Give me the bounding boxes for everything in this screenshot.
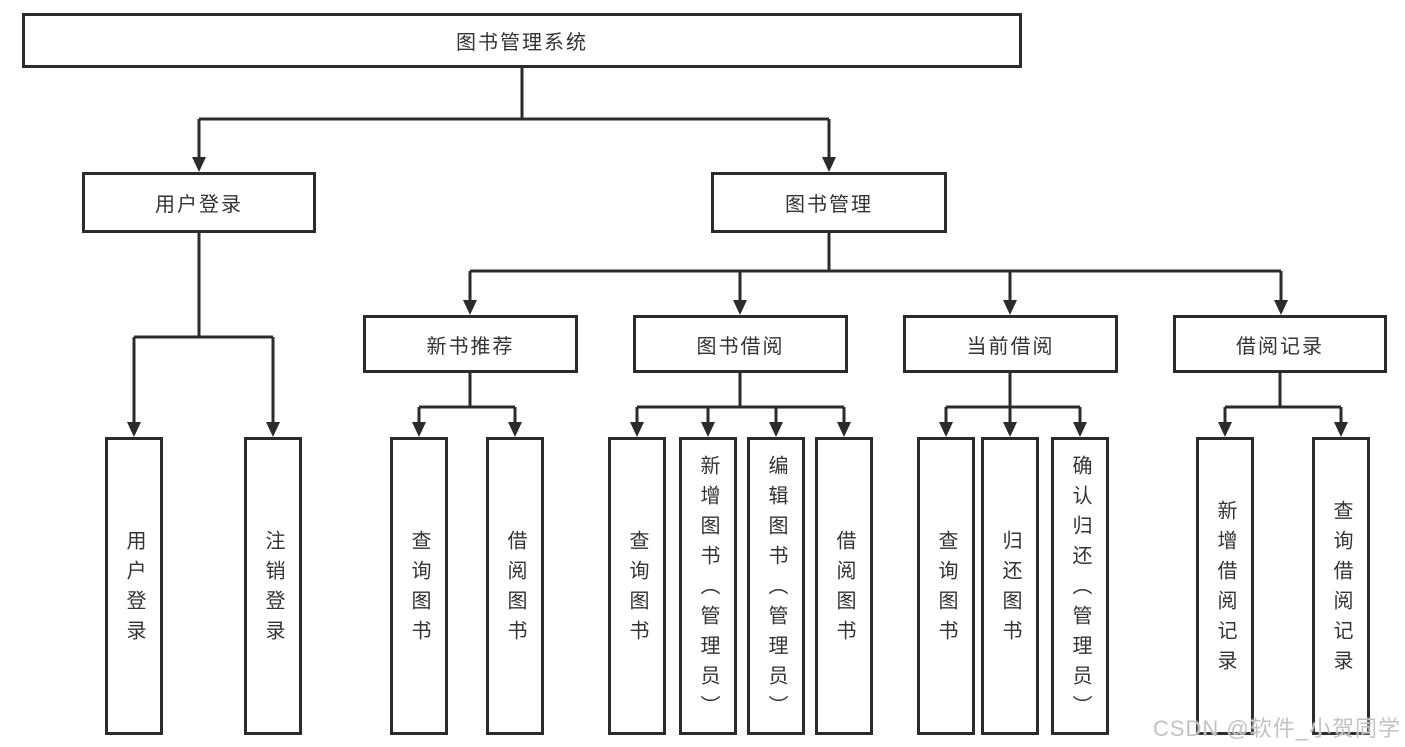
node-library-system-root: 图书管理系统 — [22, 13, 1022, 68]
leaf-edit-book-admin: 编辑图书（管理员） — [747, 437, 805, 735]
leaf-confirm-return-admin: 确认归还（管理员） — [1051, 437, 1109, 735]
leaf-return-book: 归还图书 — [981, 437, 1039, 735]
leaf-query-book-current: 查询图书 — [917, 437, 975, 735]
leaf-query-borrow-record: 查询借阅记录 — [1312, 437, 1370, 735]
node-current-borrow: 当前借阅 — [903, 315, 1118, 373]
node-borrow-record: 借阅记录 — [1173, 315, 1387, 373]
node-user-login-branch: 用户登录 — [82, 172, 316, 233]
leaf-user-login: 用户登录 — [105, 437, 163, 735]
leaf-query-book-borrow: 查询图书 — [608, 437, 666, 735]
leaf-borrow-book: 借阅图书 — [815, 437, 873, 735]
leaf-borrow-book-recommend: 借阅图书 — [486, 437, 544, 735]
node-new-book-recommend: 新书推荐 — [363, 315, 578, 373]
csdn-watermark: CSDN @软件_小贺同学 — [1152, 716, 1401, 741]
node-book-management-branch: 图书管理 — [711, 172, 947, 233]
node-book-borrow: 图书借阅 — [633, 315, 848, 373]
leaf-add-book-admin: 新增图书（管理员） — [679, 437, 737, 735]
leaf-logout: 注销登录 — [244, 437, 302, 735]
leaf-add-borrow-record: 新增借阅记录 — [1196, 437, 1254, 735]
leaf-query-book-recommend: 查询图书 — [390, 437, 448, 735]
arrowhead-icons — [127, 157, 1348, 437]
